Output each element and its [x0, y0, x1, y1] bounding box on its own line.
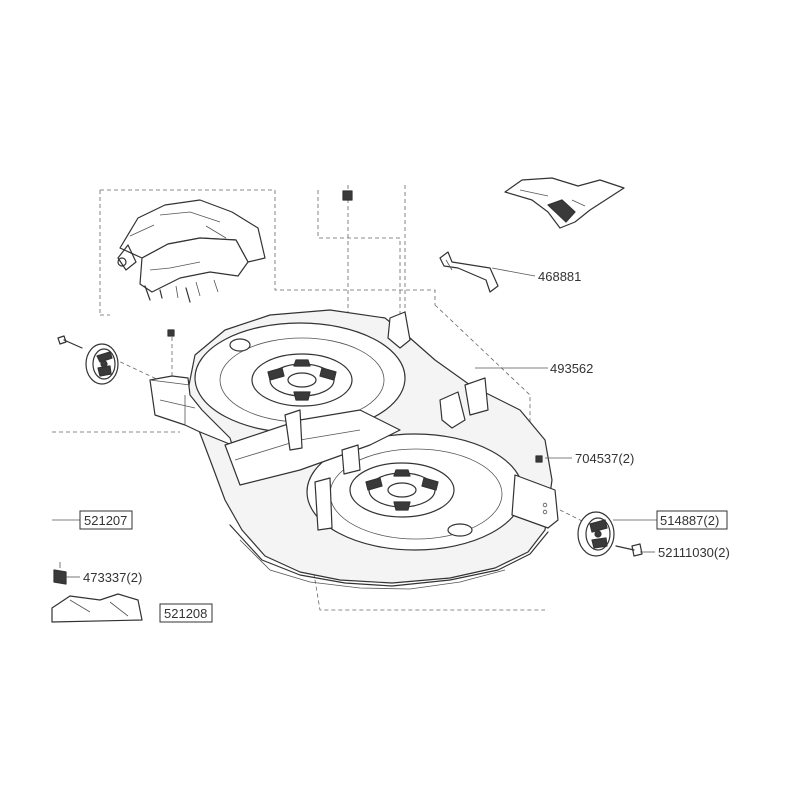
right-small-nut — [535, 455, 543, 463]
label-52111030: 52111030(2) — [658, 545, 730, 560]
label-514887: 514887(2) — [660, 513, 719, 528]
label-514887-box — [656, 510, 728, 530]
cutting-cover-assembly — [117, 199, 266, 303]
right-wheel-bolt — [615, 543, 643, 557]
spring-rod-part — [439, 251, 499, 293]
blade-hub-right — [349, 462, 455, 518]
top-nut-part — [342, 190, 353, 201]
label-473337: 473337(2) — [83, 570, 142, 585]
handle-part — [504, 177, 625, 229]
blade-hub-left — [251, 353, 353, 407]
mower-deck — [149, 309, 559, 590]
leader-lines — [52, 267, 657, 578]
label-704537: 704537(2) — [575, 451, 634, 466]
label-521208-box — [159, 603, 213, 623]
label-521208: 521208 — [164, 606, 207, 621]
lower-left-bracket — [51, 593, 143, 623]
left-small-nut — [167, 329, 175, 337]
part-labels: 468881 493562 704537(2) 514887(2) 521110… — [79, 269, 730, 623]
label-521207: 521207 — [84, 513, 127, 528]
left-wheel-bolt — [57, 335, 83, 349]
lower-left-nut — [53, 562, 67, 585]
label-468881: 468881 — [538, 269, 581, 284]
left-wheel — [85, 343, 119, 385]
label-521207-box — [79, 510, 133, 530]
label-493562: 493562 — [550, 361, 593, 376]
right-wheel — [577, 511, 615, 557]
